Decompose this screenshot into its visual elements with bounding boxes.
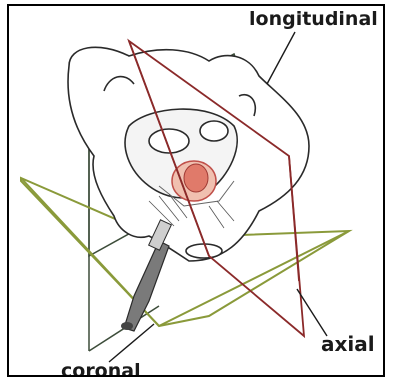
pelvis-bone (68, 47, 309, 261)
coronal-label: coronal (61, 360, 141, 377)
longitudinal-leader (267, 32, 295, 84)
diagram-frame: longitudinal axial coronal (7, 4, 385, 377)
pelvis-illustration (9, 6, 383, 375)
longitudinal-label: longitudinal (249, 8, 378, 30)
axial-label: axial (321, 332, 375, 356)
